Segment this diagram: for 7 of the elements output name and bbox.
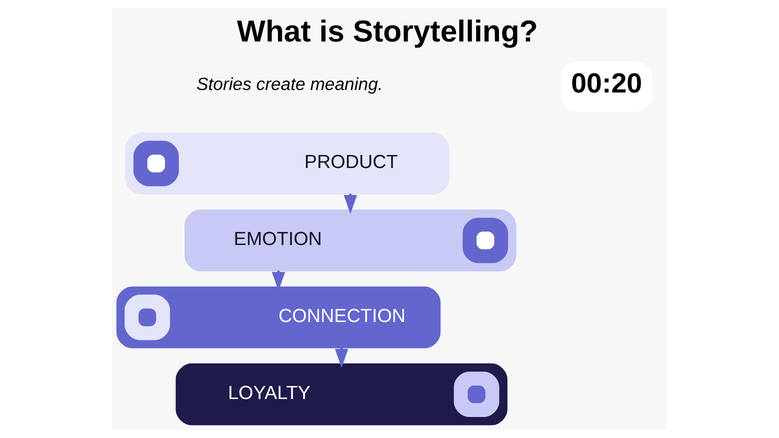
label: Stories create meaning.	[196, 74, 383, 94]
label: 00:20	[571, 67, 642, 98]
diagram-title: What is Storytelling?	[236, 15, 538, 48]
node-box: PRODUCT	[125, 132, 450, 194]
node-box: EMOTION	[184, 210, 516, 272]
node-box: LOYALTY	[176, 363, 508, 426]
node-box: CONNECTION	[116, 286, 441, 348]
